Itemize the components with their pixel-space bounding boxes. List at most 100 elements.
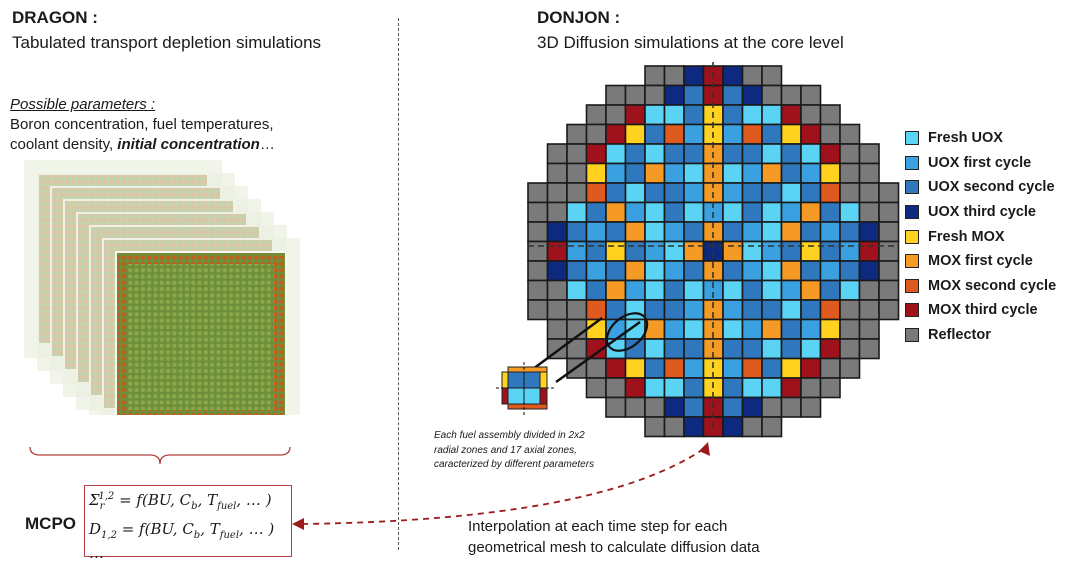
core-assembly-cell (605, 162, 627, 184)
core-assembly-cell (761, 104, 783, 126)
core-assembly-cell (566, 162, 588, 184)
legend-swatch (905, 254, 919, 269)
core-assembly-cell (858, 260, 880, 282)
core-assembly-cell (683, 201, 705, 223)
core-assembly-cell (605, 221, 627, 243)
legend-label: UOX first cycle (928, 154, 1032, 171)
core-assembly-cell (546, 260, 568, 282)
parameters-heading: Possible parameters : (10, 96, 156, 113)
core-assembly-cell (761, 221, 783, 243)
core-assembly-cell (761, 416, 783, 438)
core-assembly-cell (878, 201, 900, 223)
core-assembly-cell (800, 123, 822, 145)
core-assembly-cell (683, 162, 705, 184)
core-assembly-cell (741, 416, 763, 438)
core-assembly-cell (663, 299, 685, 321)
core-assembly-cell (527, 240, 549, 262)
core-assembly-cell (858, 338, 880, 360)
core-assembly-cell (878, 221, 900, 243)
core-assembly-cell (780, 123, 802, 145)
core-assembly-cell (741, 396, 763, 418)
core-assembly-cell (741, 162, 763, 184)
core-assembly-cell (878, 240, 900, 262)
core-assembly-cell (878, 182, 900, 204)
core-assembly-cell (644, 104, 666, 126)
core-assembly-cell (819, 357, 841, 379)
core-assembly-cell (546, 182, 568, 204)
legend-item: MOX second cycle (905, 274, 1056, 299)
core-assembly-cell (527, 279, 549, 301)
core-assembly-cell (761, 357, 783, 379)
core-assembly-cell (722, 377, 744, 399)
core-assembly-cell (644, 123, 666, 145)
core-assembly-cell (605, 84, 627, 106)
core-assembly-cell (663, 240, 685, 262)
core-assembly-cell (800, 279, 822, 301)
core-assembly-cell (878, 260, 900, 282)
core-assembly-cell (741, 299, 763, 321)
mcpo-equation-1: Σr1,2 = f(BU, Cb, Tfuel, … ) (89, 491, 272, 512)
core-assembly-cell (624, 221, 646, 243)
column-divider (398, 18, 399, 550)
legend-swatch (905, 180, 919, 195)
legend-swatch (905, 229, 919, 244)
core-assembly-cell (605, 104, 627, 126)
core-assembly-cell (741, 377, 763, 399)
core-assembly-cell (683, 279, 705, 301)
core-assembly-cell (761, 84, 783, 106)
core-assembly-cell (683, 260, 705, 282)
core-assembly-cell (663, 143, 685, 165)
core-assembly-cell (722, 104, 744, 126)
core-assembly-cell (780, 260, 802, 282)
core-assembly-cell (800, 162, 822, 184)
core-assembly-cell (761, 260, 783, 282)
core-assembly-cell (566, 279, 588, 301)
legend-item: MOX third cycle (905, 298, 1056, 323)
core-assembly-cell (800, 182, 822, 204)
core-assembly-cell (566, 123, 588, 145)
legend-item: Fresh MOX (905, 224, 1056, 249)
mcpo-equations-box: Σr1,2 = f(BU, Cb, Tfuel, … ) D1,2 = f(BU… (84, 485, 292, 561)
core-assembly-cell (819, 221, 841, 243)
core-assembly-cell (741, 260, 763, 282)
core-assembly-cell (780, 201, 802, 223)
core-assembly-cell (741, 201, 763, 223)
core-assembly-cell (761, 65, 783, 87)
core-assembly-cell (741, 221, 763, 243)
core-assembly-cell (839, 201, 861, 223)
zoom-detail (496, 316, 641, 416)
legend-label: UOX third cycle (928, 204, 1036, 221)
core-assembly-cell (819, 143, 841, 165)
core-assembly-cell (644, 84, 666, 106)
core-assembly-cell (780, 318, 802, 340)
core-assembly-cell (527, 182, 549, 204)
core-assembly-cell (858, 143, 880, 165)
core-assembly-cell (839, 143, 861, 165)
core-assembly-cell (858, 240, 880, 262)
core-assembly-cell (761, 279, 783, 301)
core-assembly-cell (585, 279, 607, 301)
core-assembly-cell (780, 240, 802, 262)
core-assembly-cell (566, 182, 588, 204)
core-assembly-cell (722, 260, 744, 282)
core-assembly-cell (663, 377, 685, 399)
core-assembly-cell (819, 299, 841, 321)
dragon-subtitle: Tabulated transport depletion simulation… (12, 33, 322, 52)
core-assembly-cell (663, 123, 685, 145)
core-assembly-cell (839, 240, 861, 262)
core-assembly-cell (683, 416, 705, 438)
core-assembly-cell (839, 221, 861, 243)
core-assembly-cell (683, 240, 705, 262)
core-assembly-cell (839, 338, 861, 360)
core-assembly-cell (722, 357, 744, 379)
core-assembly-cell (624, 279, 646, 301)
core-assembly-cell (800, 84, 822, 106)
core-assembly-cell (527, 221, 549, 243)
core-assembly-cell (878, 279, 900, 301)
core-assembly-cell (683, 143, 705, 165)
core-assembly-cell (761, 318, 783, 340)
core-assembly-cell (624, 84, 646, 106)
core-assembly-cell (780, 279, 802, 301)
core-assembly-cell (761, 201, 783, 223)
